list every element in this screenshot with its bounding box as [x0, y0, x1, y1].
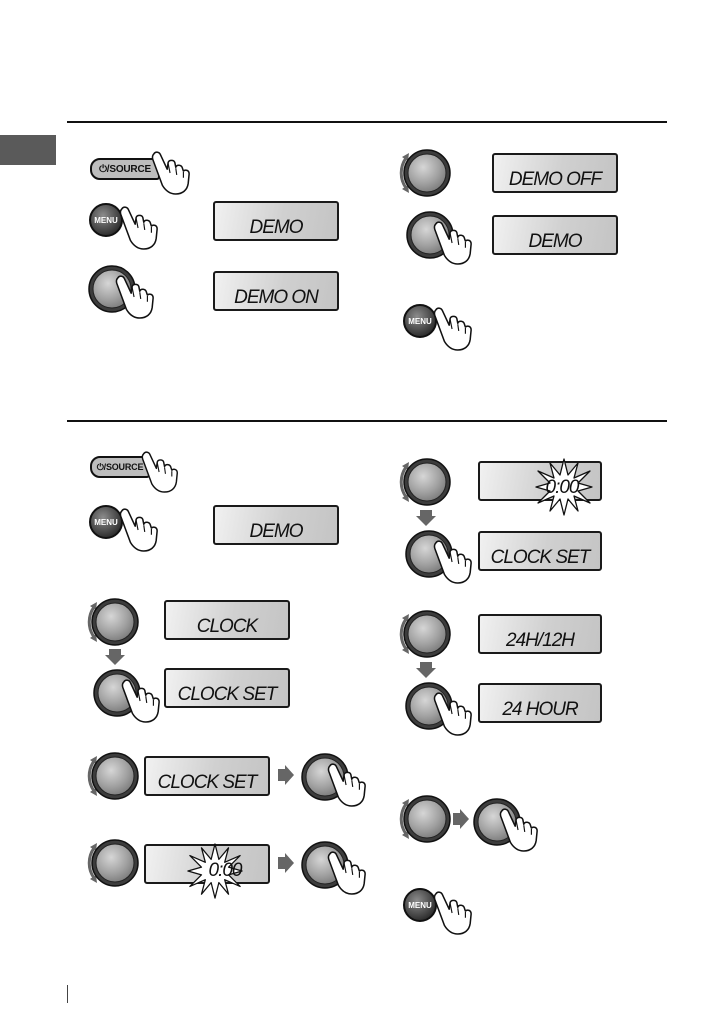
rotate-dial-icon[interactable] [84, 834, 142, 892]
section-rule-top [67, 121, 667, 123]
hand-press-icon [118, 205, 160, 251]
lcd-text: DEMO [529, 232, 582, 251]
lcd-time-text: 0:00 [546, 478, 579, 497]
arrow-right-icon [452, 808, 470, 830]
rotate-dial-icon[interactable] [84, 593, 142, 651]
hand-press-icon [326, 762, 368, 808]
menu-button-label: MENU [408, 901, 432, 910]
source-button-label: ⏻/SOURCE [97, 462, 144, 473]
section-tab-marker [0, 135, 56, 165]
rotate-dial-icon[interactable] [396, 144, 454, 202]
lcd-display: 0:00 [478, 461, 602, 501]
lcd-display: CLOCK SET [478, 531, 602, 571]
lcd-text: CLOCK SET [491, 548, 590, 567]
arrow-down-icon [104, 648, 126, 666]
lcd-display: DEMO [213, 201, 339, 241]
arrow-down-icon [415, 509, 437, 527]
lcd-display: 24H/12H [478, 614, 602, 654]
lcd-display: DEMO [492, 215, 618, 255]
lcd-display: 24 HOUR [478, 683, 602, 723]
hand-press-icon [326, 850, 368, 896]
lcd-text: 24H/12H [506, 631, 574, 650]
menu-button-label: MENU [408, 317, 432, 326]
lcd-display: DEMO ON [213, 271, 339, 311]
rotate-dial-icon[interactable] [396, 790, 454, 848]
hand-press-icon [432, 890, 474, 936]
lcd-text: DEMO [250, 218, 303, 237]
hand-press-icon [432, 539, 474, 585]
lcd-text: CLOCK SET [178, 685, 277, 704]
hand-press-icon [432, 306, 474, 352]
lcd-text: DEMO OFF [509, 170, 601, 189]
arrow-right-icon [277, 764, 295, 786]
hand-press-icon [432, 691, 474, 737]
lcd-display: CLOCK [164, 600, 290, 640]
lcd-text: DEMO ON [234, 288, 318, 307]
source-button-label: ⏻/SOURCE [99, 164, 151, 175]
lcd-display: CLOCK SET [164, 668, 290, 708]
hand-press-icon [150, 150, 192, 196]
menu-button-label: MENU [94, 518, 118, 527]
rotate-dial-icon[interactable] [396, 453, 454, 511]
lcd-text: DEMO [250, 522, 303, 541]
hand-press-icon [114, 274, 156, 320]
rotate-dial-icon[interactable] [396, 605, 454, 663]
hand-press-icon [118, 507, 160, 553]
hand-press-icon [432, 220, 474, 266]
lcd-display: CLOCK SET [144, 756, 270, 796]
arrow-right-icon [277, 852, 295, 874]
rotate-dial-icon[interactable] [84, 747, 142, 805]
section-rule-middle [67, 420, 667, 422]
lcd-text: 24 HOUR [502, 700, 577, 719]
menu-button-label: MENU [94, 216, 118, 225]
hand-press-icon [120, 678, 162, 724]
hand-press-icon [140, 450, 180, 494]
lcd-display: DEMO [213, 505, 339, 545]
lcd-text: CLOCK SET [158, 773, 257, 792]
hand-press-icon [498, 807, 540, 853]
lcd-display: 0:00 [144, 844, 270, 884]
lcd-text: CLOCK [197, 617, 257, 636]
lcd-display: DEMO OFF [492, 153, 618, 193]
page-footer-line [67, 985, 68, 1003]
lcd-time-text: 0:00 [209, 861, 242, 880]
arrow-down-icon [415, 661, 437, 679]
